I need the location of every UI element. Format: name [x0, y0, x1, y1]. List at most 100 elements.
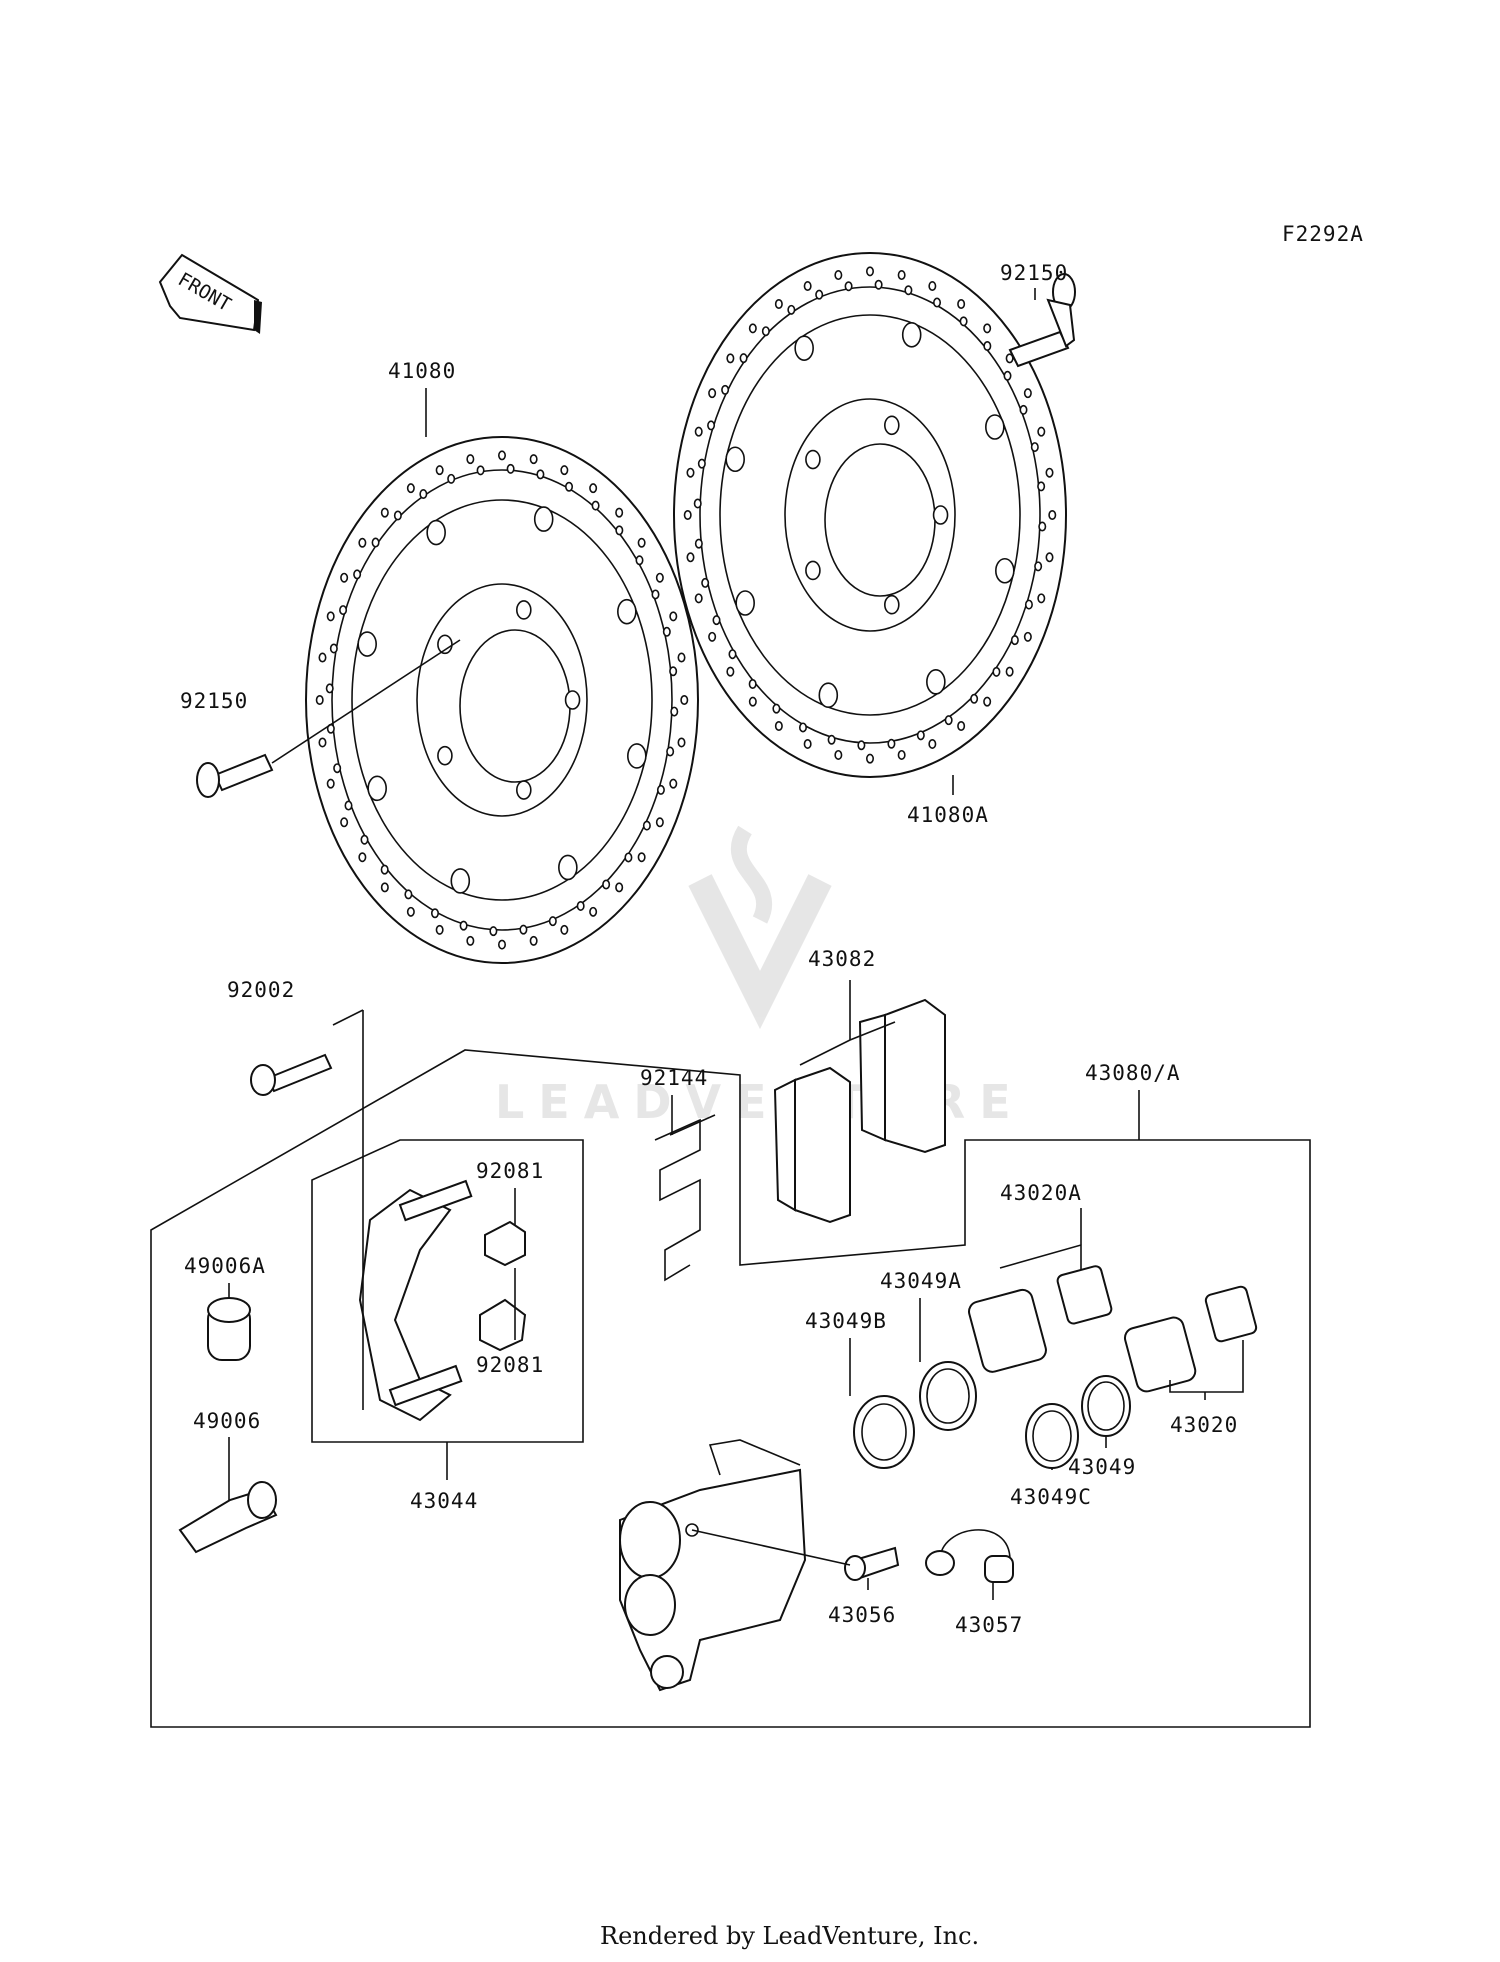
- disc-drill-hole: [928, 281, 937, 292]
- disc-bolt-hole: [805, 449, 821, 470]
- disc-drill-hole: [992, 666, 1001, 677]
- disc-drill-hole: [761, 326, 770, 337]
- disc-drill-hole: [591, 500, 600, 511]
- piston-insert-43020: [1204, 1285, 1258, 1343]
- disc-drill-hole: [560, 465, 569, 476]
- disc-drill-hole: [739, 353, 748, 364]
- disc-drill-hole: [637, 537, 646, 548]
- disc-drill-hole: [865, 753, 874, 764]
- disc-drill-hole: [1045, 467, 1054, 478]
- disc-drill-hole: [748, 678, 757, 689]
- watermark-logo: [688, 825, 832, 1030]
- disc-drill-hole: [1023, 631, 1032, 642]
- disc-drill-hole: [694, 426, 703, 437]
- disc-drill-hole: [686, 467, 695, 478]
- disc-drill-hole: [589, 906, 598, 917]
- disc-drill-hole: [589, 483, 598, 494]
- disc-rivet: [901, 321, 922, 348]
- disc-drill-hole: [497, 450, 506, 461]
- label-49006: 49006: [193, 1409, 261, 1433]
- disc-drill-hole: [339, 605, 348, 616]
- disc-drill-hole: [315, 694, 324, 705]
- disc-drill-hole: [419, 489, 428, 500]
- slide-pin-49006: [178, 1481, 278, 1554]
- disc-drill-hole: [983, 341, 992, 352]
- disc-drill-hole: [1005, 666, 1014, 677]
- disc-drill-hole: [683, 509, 692, 520]
- disc-drill-hole: [697, 458, 706, 469]
- disc-drill-hole: [694, 538, 703, 549]
- pad-pin-bottom: [479, 1298, 527, 1352]
- leader-lines: [150, 288, 1311, 1728]
- disc-drill-hole: [529, 935, 538, 946]
- dust-boot-49006A: [207, 1297, 251, 1361]
- disc-drill-hole: [1037, 426, 1046, 437]
- disc-drill-hole: [406, 906, 415, 917]
- disc-drill-hole: [318, 737, 327, 748]
- disc-drill-hole: [624, 852, 633, 863]
- label-43082: 43082: [808, 947, 876, 971]
- disc-drill-hole: [803, 281, 812, 292]
- disc-rivet: [995, 557, 1015, 584]
- bolt-92002: [250, 1053, 333, 1096]
- disc-drill-hole: [983, 696, 992, 707]
- disc-drill-hole: [576, 900, 585, 911]
- piston-insert-43020A: [1056, 1265, 1113, 1325]
- disc-drill-hole: [774, 298, 783, 309]
- label-49006A: 49006A: [184, 1254, 266, 1278]
- disc-drill-hole: [548, 916, 557, 927]
- disc-drill-hole: [1037, 481, 1046, 492]
- disc-drill-hole: [466, 935, 475, 946]
- disc-drill-hole: [380, 507, 389, 518]
- disc-drill-hole: [560, 924, 569, 935]
- label-41080A: 41080A: [907, 803, 989, 827]
- disc-drill-hole: [642, 820, 651, 831]
- disc-drill-hole: [1030, 442, 1039, 453]
- disc-drill-hole: [748, 323, 757, 334]
- disc-drill-hole: [340, 817, 349, 828]
- label-41080: 41080: [388, 359, 456, 383]
- disc-drill-hole: [916, 730, 925, 741]
- disc-rivet: [985, 414, 1005, 440]
- disc-drill-hole: [655, 572, 664, 583]
- disc-drill-hole: [651, 589, 660, 600]
- disc-drill-hole: [774, 721, 783, 732]
- disc-drill-hole: [1034, 561, 1043, 572]
- disc-drill-hole: [333, 763, 342, 774]
- disc-drill-hole: [565, 481, 574, 492]
- disc-drill-hole: [815, 289, 824, 300]
- disc-drill-hole: [497, 939, 506, 950]
- disc-drill-hole: [326, 778, 335, 789]
- disc-drill-hole: [693, 498, 702, 509]
- label-43056: 43056: [828, 1603, 896, 1627]
- disc-drill-hole: [1024, 599, 1033, 610]
- pad-pin-top: [484, 1220, 526, 1267]
- disc-drill-hole: [435, 924, 444, 935]
- disc-drill-hole: [798, 722, 807, 733]
- disc-drill-hole: [1037, 593, 1046, 604]
- pad-spring: [654, 1114, 716, 1282]
- disc-drill-hole: [615, 507, 624, 518]
- label-43044: 43044: [410, 1489, 478, 1513]
- disc-drill-hole: [694, 593, 703, 604]
- brake-disc-right: [673, 252, 1067, 778]
- disc-drill-hole: [897, 749, 906, 760]
- disc-rivet: [926, 669, 946, 695]
- disc-drill-hole: [656, 784, 665, 795]
- disc-rivet: [627, 743, 647, 769]
- piston-43020A: [968, 1288, 1047, 1373]
- disc-rivet: [818, 682, 839, 709]
- disc-drill-hole: [1048, 509, 1057, 520]
- disc-rivet: [558, 854, 578, 881]
- disc-drill-hole: [318, 652, 327, 663]
- label-92081-bottom: 92081: [476, 1353, 544, 1377]
- disc-rivet: [725, 446, 745, 473]
- disc-drill-hole: [637, 852, 646, 863]
- disc-drill-hole: [329, 643, 338, 654]
- piston-43020: [1123, 1316, 1197, 1393]
- label-43049B: 43049B: [805, 1309, 887, 1333]
- disc-drill-hole: [887, 738, 896, 749]
- disc-drill-hole: [904, 285, 913, 296]
- seal-43049C: [1025, 1403, 1079, 1469]
